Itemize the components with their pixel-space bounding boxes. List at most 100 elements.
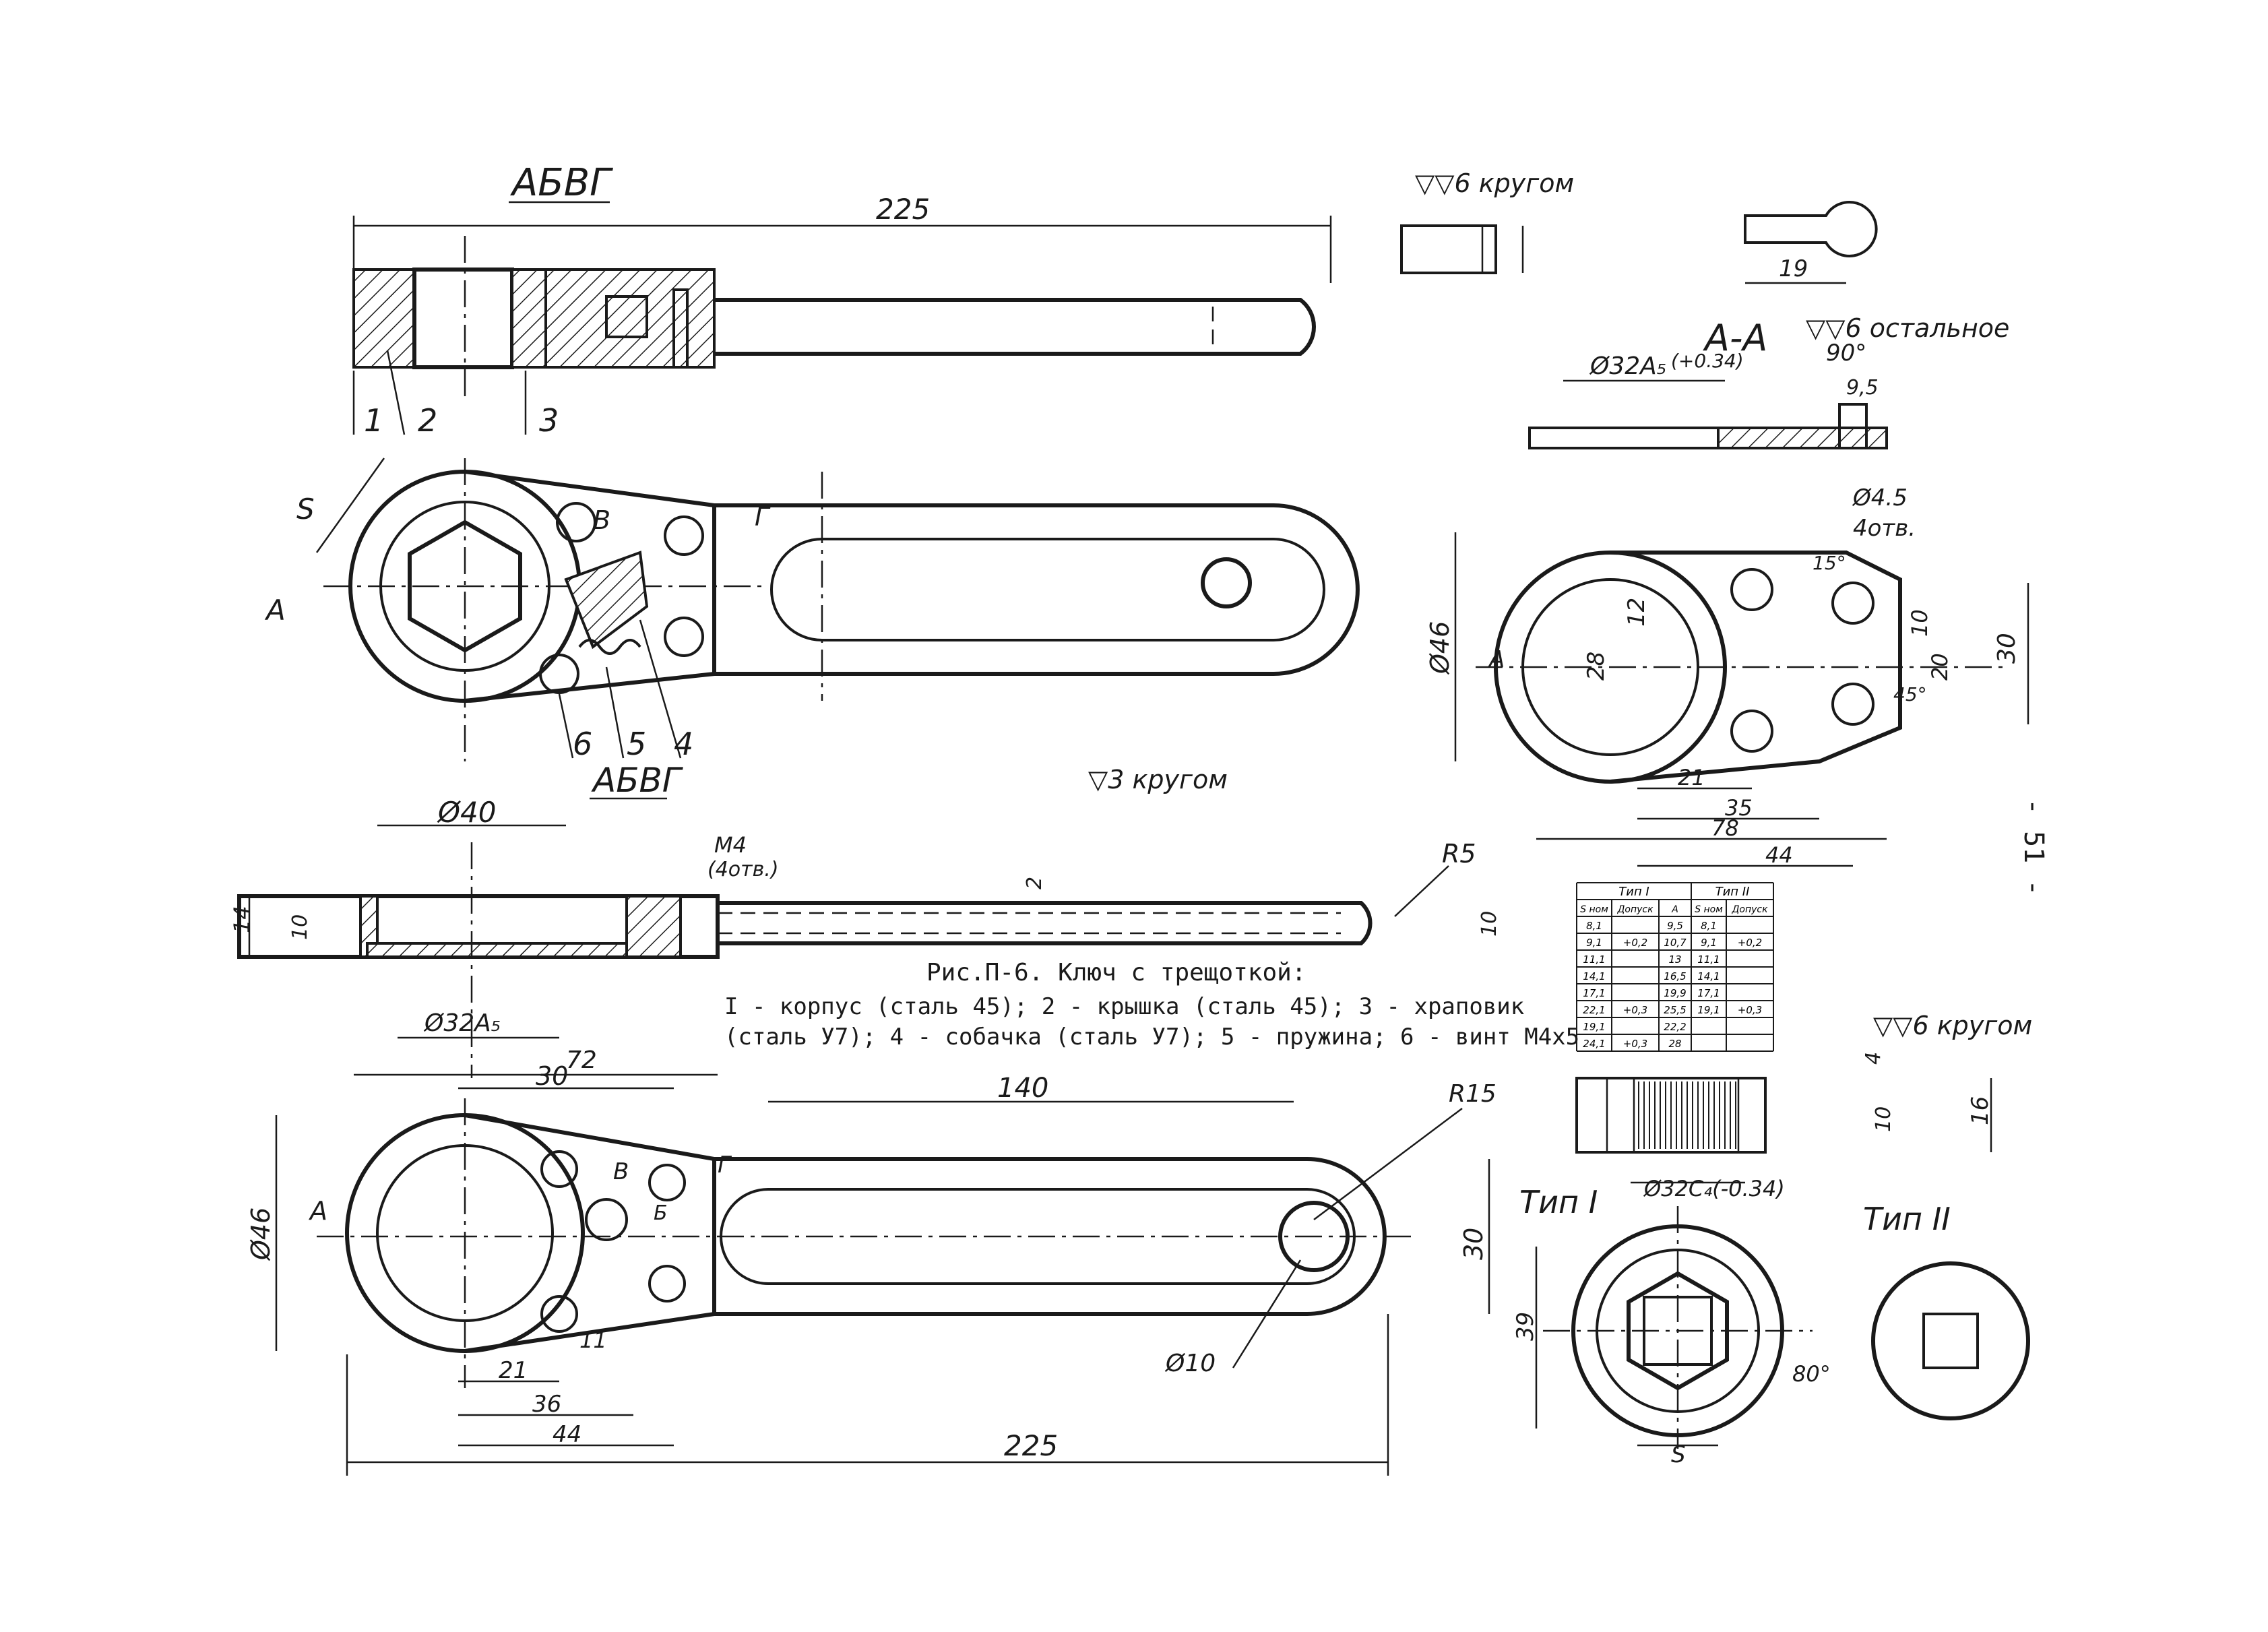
- callout-leader: [639, 619, 682, 759]
- dim-225-bottom: 225: [1004, 1429, 1058, 1462]
- leader-phi10: [1232, 1259, 1302, 1369]
- table-subheader: Допуск: [1731, 904, 1768, 915]
- dim-44-bottom: 44: [553, 1421, 581, 1448]
- dim-2: 2: [1023, 877, 1046, 889]
- plate-hole-1: [1730, 568, 1773, 611]
- section-label-abvg-mid: АБВГ: [591, 761, 684, 800]
- bottom-pawl-pivot: [585, 1198, 628, 1241]
- callout-2: 2: [418, 402, 437, 439]
- dim-phi4-5: Ø4.5: [1852, 484, 1908, 511]
- leader-r5: [1394, 865, 1449, 917]
- table-cell: +0,2: [1738, 937, 1762, 949]
- type2-outer-circle: [1871, 1261, 2030, 1420]
- ratchet-side-view: Ø32C₄(-0.34) 16 4 10: [1575, 1052, 1994, 1201]
- pawl-pocket: [605, 295, 648, 338]
- table-subheader: А: [1671, 904, 1678, 915]
- table-cell: 11,1: [1697, 953, 1720, 966]
- table-cell: 19,1: [1583, 1021, 1605, 1033]
- table-cell: 13: [1668, 953, 1681, 966]
- handle-slot: [770, 538, 1325, 641]
- ratchet-hub: [1606, 1077, 1635, 1154]
- side-hatch-right: [625, 895, 682, 958]
- body-hatch-mid: [511, 268, 547, 369]
- type-2-label: Тип II: [1863, 1201, 1951, 1237]
- section-aa-plate-left: [1528, 427, 1720, 449]
- dim-9-5: 9,5: [1846, 376, 1879, 400]
- table-cell: 14,1: [1697, 970, 1720, 982]
- plate-hole-4: [1730, 710, 1773, 753]
- dim-36: 36: [532, 1391, 561, 1418]
- spring-5: [578, 639, 641, 655]
- table-subheader: S ном: [1580, 904, 1608, 915]
- dim-4otv: 4отв.: [1853, 515, 1916, 542]
- dim-39: 39: [1512, 1312, 1539, 1341]
- middle-side-view: Ø40 M4 (4отв.) R5 14 10 2 10 Ø32A₅ 72: [229, 796, 1501, 1078]
- table-cell: 9,1: [1701, 937, 1717, 949]
- dim-45deg: 45°: [1893, 683, 1927, 705]
- section-mark-g-top: Г: [755, 502, 771, 532]
- section-mark-a-right: А: [1488, 646, 1505, 673]
- dim-140: 140: [997, 1073, 1048, 1104]
- type2-square: [1922, 1313, 1979, 1369]
- dim-30-top: 30: [536, 1061, 568, 1091]
- body-hatch-right: [544, 268, 716, 369]
- table-cell: 11,1: [1583, 953, 1605, 966]
- dim-4otv-b: (4отв.): [707, 858, 779, 881]
- type-views: Тип I Тип II 39 S 80°: [1512, 1184, 2030, 1468]
- dim-21-right: 21: [1678, 765, 1705, 790]
- dim-12: 12: [1623, 598, 1650, 627]
- dim-r15: R15: [1449, 1080, 1497, 1108]
- top-plan-view: S А В Г 6 5 4 АБВГ: [264, 458, 1360, 800]
- dim-15deg: 15°: [1813, 552, 1846, 574]
- dim-14: 14: [229, 906, 255, 933]
- bottom-head-neck: [464, 1113, 716, 1353]
- side-hatch-bottom: [366, 942, 628, 958]
- table-cell: 22,1: [1583, 1004, 1605, 1016]
- dim-line-s: [315, 458, 385, 553]
- table-cell: 8,1: [1586, 920, 1602, 932]
- section-label-abvg-top: АБВГ: [510, 161, 613, 205]
- section-aa-plate-hatch: [1717, 427, 1888, 449]
- table-cell: 22,2: [1664, 1021, 1686, 1033]
- section-mark-g-bottom: Г: [718, 1152, 732, 1179]
- section-aa: А-А Ø32A₅ (+0.34) 90° 9,5 Ø4.5 4отв.: [1528, 317, 1916, 542]
- bottom-pin-2: [648, 1164, 686, 1201]
- table-cell: 10,7: [1664, 937, 1687, 949]
- screw-6: [539, 654, 579, 694]
- dim-225-top: 225: [876, 193, 930, 226]
- dim-10-left: 10: [288, 914, 312, 940]
- hex-bore-section: [412, 268, 514, 369]
- section-aa-label: А-А: [1703, 317, 1767, 359]
- pin-detail: [1400, 224, 1524, 274]
- table-cell: 19,1: [1697, 1004, 1720, 1016]
- table-cell: 17,1: [1697, 987, 1720, 999]
- table-cell: 17,1: [1583, 987, 1605, 999]
- handle-section: [714, 298, 1316, 356]
- figure-caption: Рис.П-6. Ключ с трещоткой: I - корпус (с…: [724, 959, 1579, 1050]
- callout-leader: [558, 693, 574, 759]
- dim-phi46-right: Ø46: [1425, 621, 1455, 675]
- dim-s-bottom: S: [1671, 1441, 1686, 1468]
- pin-2: [664, 515, 704, 556]
- dim-tol-aa: (+0.34): [1671, 350, 1744, 372]
- section-aa-hole: [1838, 403, 1868, 449]
- dim-30-right: 30: [1993, 633, 2021, 664]
- section-mark-b-bottom: Б: [654, 1201, 668, 1225]
- finish-krugom-6a: ▽▽6 кругом: [1415, 168, 1574, 198]
- table-cell: 19,9: [1664, 987, 1686, 999]
- dim-16: 16: [1967, 1096, 1994, 1125]
- top-section-view: АБВГ 225 1 2 3: [352, 161, 1332, 439]
- page-number: - 51 -: [2018, 798, 2049, 896]
- dim-20-right: 20: [1927, 653, 1953, 681]
- dim-s-top: S: [296, 493, 315, 526]
- table-cell: +0,2: [1623, 937, 1647, 949]
- bottom-pin-1: [540, 1150, 578, 1188]
- table-cell: 16,5: [1664, 970, 1686, 982]
- caption-line-2: (сталь У7); 4 - собачка (сталь У7); 5 - …: [724, 1024, 1579, 1050]
- callout-5: 5: [627, 726, 646, 762]
- table-cell: 28: [1668, 1038, 1681, 1050]
- table-cell: 9,5: [1667, 920, 1683, 932]
- dim-phi32-bottom: Ø32A₅: [423, 1009, 501, 1037]
- callout-6: 6: [573, 726, 592, 762]
- plate-hole-2: [1831, 582, 1875, 625]
